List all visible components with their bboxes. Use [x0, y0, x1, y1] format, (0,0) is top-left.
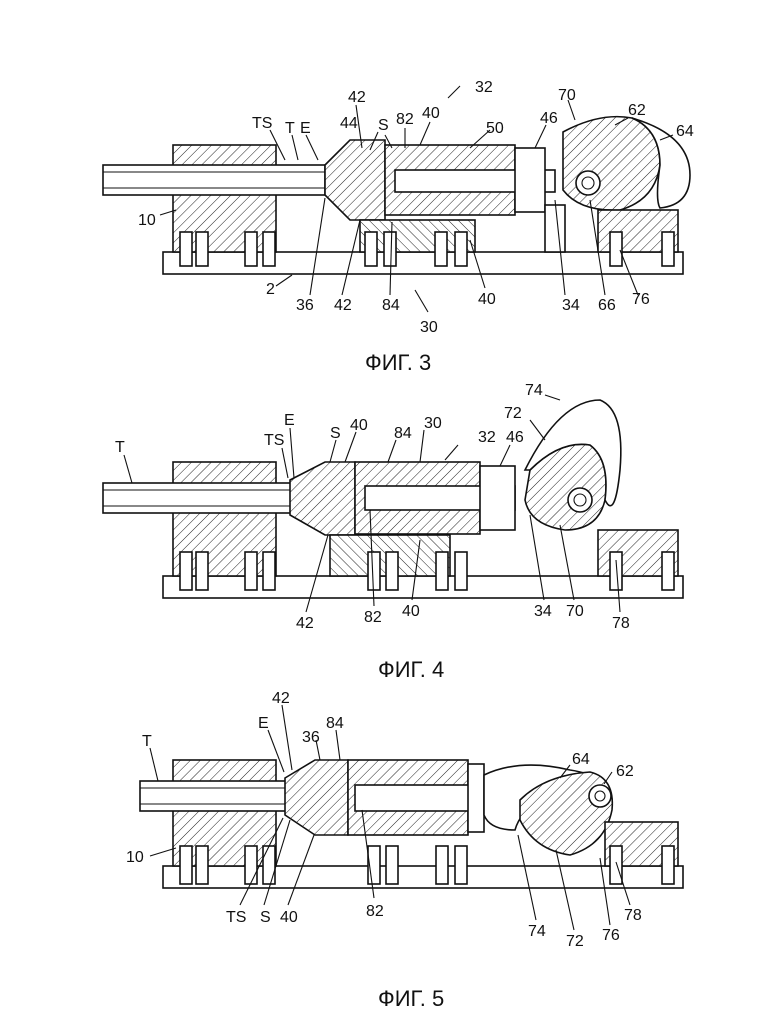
label-74: 74: [528, 923, 546, 940]
label-TS: TS: [226, 909, 246, 926]
label-44: 44: [340, 115, 358, 132]
label-64: 64: [572, 751, 590, 768]
label-40: 40: [422, 105, 440, 122]
label-32: 32: [478, 429, 496, 446]
label-36: 36: [296, 297, 314, 314]
label-40: 40: [350, 417, 368, 434]
label-TS: TS: [252, 115, 272, 132]
tube: [103, 165, 325, 195]
label-T: T: [115, 439, 125, 456]
label-76: 76: [602, 927, 620, 944]
label-74: 74: [525, 382, 543, 399]
base-plate: [163, 866, 683, 888]
label-E: E: [284, 412, 295, 429]
label-30: 30: [420, 319, 438, 336]
label-82: 82: [366, 903, 384, 920]
forming-head: [290, 462, 355, 535]
label-70: 70: [566, 603, 584, 620]
label-E: E: [258, 715, 269, 732]
label-T: T: [285, 120, 295, 137]
label-40: 40: [280, 909, 298, 926]
label-S: S: [260, 909, 271, 926]
label-10: 10: [138, 212, 156, 229]
label-82: 82: [364, 609, 382, 626]
label-72: 72: [566, 933, 584, 950]
label-62: 62: [628, 102, 646, 119]
cam-shaft: [568, 488, 592, 512]
label-34: 34: [534, 603, 552, 620]
label-64: 64: [676, 123, 694, 140]
label-84: 84: [382, 297, 400, 314]
label-34: 34: [562, 297, 580, 314]
support-post: [545, 205, 565, 252]
label-76: 76: [632, 291, 650, 308]
label-42: 42: [348, 89, 366, 106]
label-S: S: [378, 117, 389, 134]
cylinder-front: [468, 764, 484, 832]
label-50: 50: [486, 120, 504, 137]
figure-4: T E TS S 40 84 30 32 46 72 74 42 82 40 3…: [103, 382, 683, 682]
label-78: 78: [612, 615, 630, 632]
label-TS: TS: [264, 432, 284, 449]
caption-fig4: ФИГ. 4: [378, 657, 444, 682]
label-T: T: [142, 733, 152, 750]
cam-62: [563, 117, 660, 211]
label-84: 84: [394, 425, 412, 442]
label-82: 82: [396, 111, 414, 128]
base-plate: [163, 252, 683, 274]
label-42: 42: [272, 690, 290, 707]
figure-5: 42 E 36 84 64 62 T 10 TS S 40 82 74 72 7…: [126, 690, 683, 1011]
cam-shaft: [576, 171, 600, 195]
label-66: 66: [598, 297, 616, 314]
label-46: 46: [540, 110, 558, 127]
forming-head: [285, 760, 348, 835]
label-46: 46: [506, 429, 524, 446]
caption-fig5: ФИГ. 5: [378, 986, 444, 1011]
label-10: 10: [126, 849, 144, 866]
caption-fig3: ФИГ. 3: [365, 350, 431, 375]
label-S: S: [330, 425, 341, 442]
label-42: 42: [296, 615, 314, 632]
label-42b: 42: [334, 297, 352, 314]
label-2: 2: [266, 281, 275, 298]
figure-3: TS T E 44 42 S 82 40 32 50 46 70 62 64 1…: [103, 79, 694, 375]
cylinder-front: [515, 148, 545, 212]
label-36: 36: [302, 729, 320, 746]
cylinder-front: [480, 466, 515, 530]
label-40b: 40: [402, 603, 420, 620]
base-plate: [163, 576, 683, 598]
forming-head: [325, 140, 385, 220]
label-62: 62: [616, 763, 634, 780]
tube: [103, 483, 303, 513]
label-70: 70: [558, 87, 576, 104]
tube: [140, 781, 290, 811]
label-84: 84: [326, 715, 344, 732]
label-72: 72: [504, 405, 522, 422]
label-32: 32: [475, 79, 493, 96]
label-78: 78: [624, 907, 642, 924]
label-30: 30: [424, 415, 442, 432]
label-E: E: [300, 120, 311, 137]
label-40b: 40: [478, 291, 496, 308]
cam-shaft: [589, 785, 611, 807]
